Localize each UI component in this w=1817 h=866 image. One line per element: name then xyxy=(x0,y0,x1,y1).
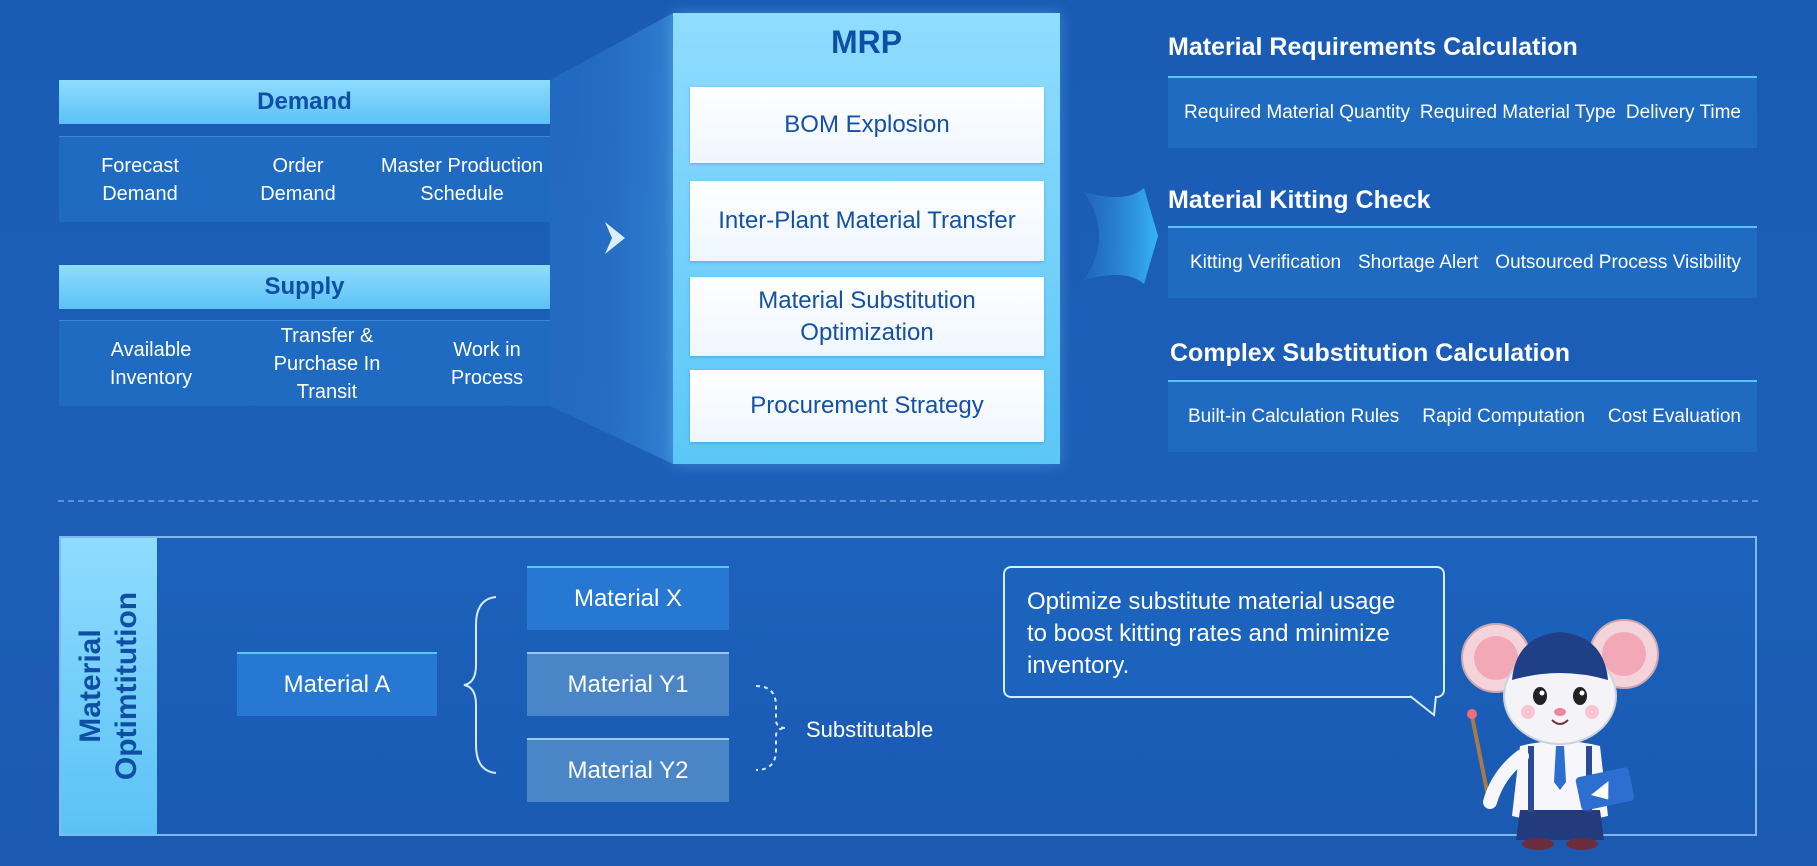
supply-item-wip: Work in Process xyxy=(450,338,524,389)
demand-item-forecast: Forecast Demand xyxy=(101,154,179,205)
material-x-box: Material X xyxy=(527,566,729,630)
mrp-step-bom: BOM Explosion xyxy=(690,87,1044,163)
mrp-step-transfer: Inter-Plant Material Transfer xyxy=(690,181,1044,261)
demand-header: Demand xyxy=(59,80,550,124)
mrp-step-label: BOM Explosion xyxy=(784,111,950,138)
dashed-divider xyxy=(58,500,1758,502)
section-item: Rapid Computation xyxy=(1422,406,1585,427)
demand-item-mps: Master Production Schedule xyxy=(380,154,544,205)
material-y1-label: Material Y1 xyxy=(567,671,689,698)
section-panel-requirements: Required Material Quantity Required Mate… xyxy=(1168,76,1757,148)
section-title-complex: Complex Substitution Calculation xyxy=(1170,339,1571,367)
funnel-connector xyxy=(550,13,673,464)
material-y1-box: Material Y1 xyxy=(527,652,729,716)
arrow-right-icon xyxy=(1084,188,1158,284)
speech-bubble-tail xyxy=(1409,695,1437,717)
mrp-step-label: Inter-Plant Material Transfer xyxy=(718,207,1016,234)
supply-items-panel: Available Inventory Transfer & Purchase … xyxy=(59,320,550,406)
mrp-title: MRP xyxy=(830,24,903,60)
supply-item-transit: Transfer & Purchase In Transit xyxy=(273,324,381,403)
supply-item-inventory: Available Inventory xyxy=(109,338,193,389)
section-panel-kitting: Kitting Verification Shortage Alert Outs… xyxy=(1168,226,1757,298)
material-y2-label: Material Y2 xyxy=(567,757,689,784)
brace-connector xyxy=(463,596,497,774)
material-x-label: Material X xyxy=(573,585,683,612)
material-y2-box: Material Y2 xyxy=(527,738,729,802)
section-title-kitting: Material Kitting Check xyxy=(1168,186,1431,214)
side-label-bar xyxy=(61,538,157,834)
chevron-right-icon xyxy=(605,222,625,254)
demand-item-order: Order Demand xyxy=(260,154,336,205)
mrp-step-label: Procurement Strategy xyxy=(750,392,984,419)
section-item: Required Material Quantity xyxy=(1184,102,1410,123)
section-panel-complex: Built-in Calculation Rules Rapid Computa… xyxy=(1168,380,1757,452)
section-item: Shortage Alert xyxy=(1357,252,1479,273)
supply-title: Supply xyxy=(264,273,345,300)
side-label-line1: Material xyxy=(74,629,107,743)
supply-header: Supply xyxy=(59,265,550,309)
demand-title: Demand xyxy=(257,88,352,115)
speech-bubble: Optimize substitute material usage to bo… xyxy=(1003,566,1445,698)
speech-bubble-text: Optimize substitute material usage to bo… xyxy=(1027,588,1396,679)
substitutable-label: Substitutable xyxy=(806,717,934,742)
section-item: Outsourced Process Visibility xyxy=(1495,252,1741,273)
section-item: Built-in Calculation Rules xyxy=(1188,406,1400,427)
dashed-brace-connector xyxy=(755,685,787,771)
section-item: Kitting Verification xyxy=(1190,252,1342,273)
material-a-box: Material A xyxy=(237,652,437,716)
side-label-line2: Optimtitution xyxy=(110,591,143,781)
section-item: Cost Evaluation xyxy=(1607,406,1741,427)
mrp-step-substitution: Material Substitution Optimization xyxy=(690,277,1044,356)
mouse-mascot-icon xyxy=(1461,619,1659,850)
section-item: Required Material Type xyxy=(1419,102,1616,123)
section-title-requirements: Material Requirements Calculation xyxy=(1168,33,1578,61)
mrp-step-procurement: Procurement Strategy xyxy=(690,370,1044,442)
material-a-label: Material A xyxy=(283,671,391,698)
mrp-step-label: Material Substitution Optimization xyxy=(758,286,976,346)
demand-items-panel: Forecast Demand Order Demand Master Prod… xyxy=(59,136,550,222)
side-label: Material Optimtitution xyxy=(61,538,157,834)
section-item: Delivery Time xyxy=(1625,102,1741,123)
